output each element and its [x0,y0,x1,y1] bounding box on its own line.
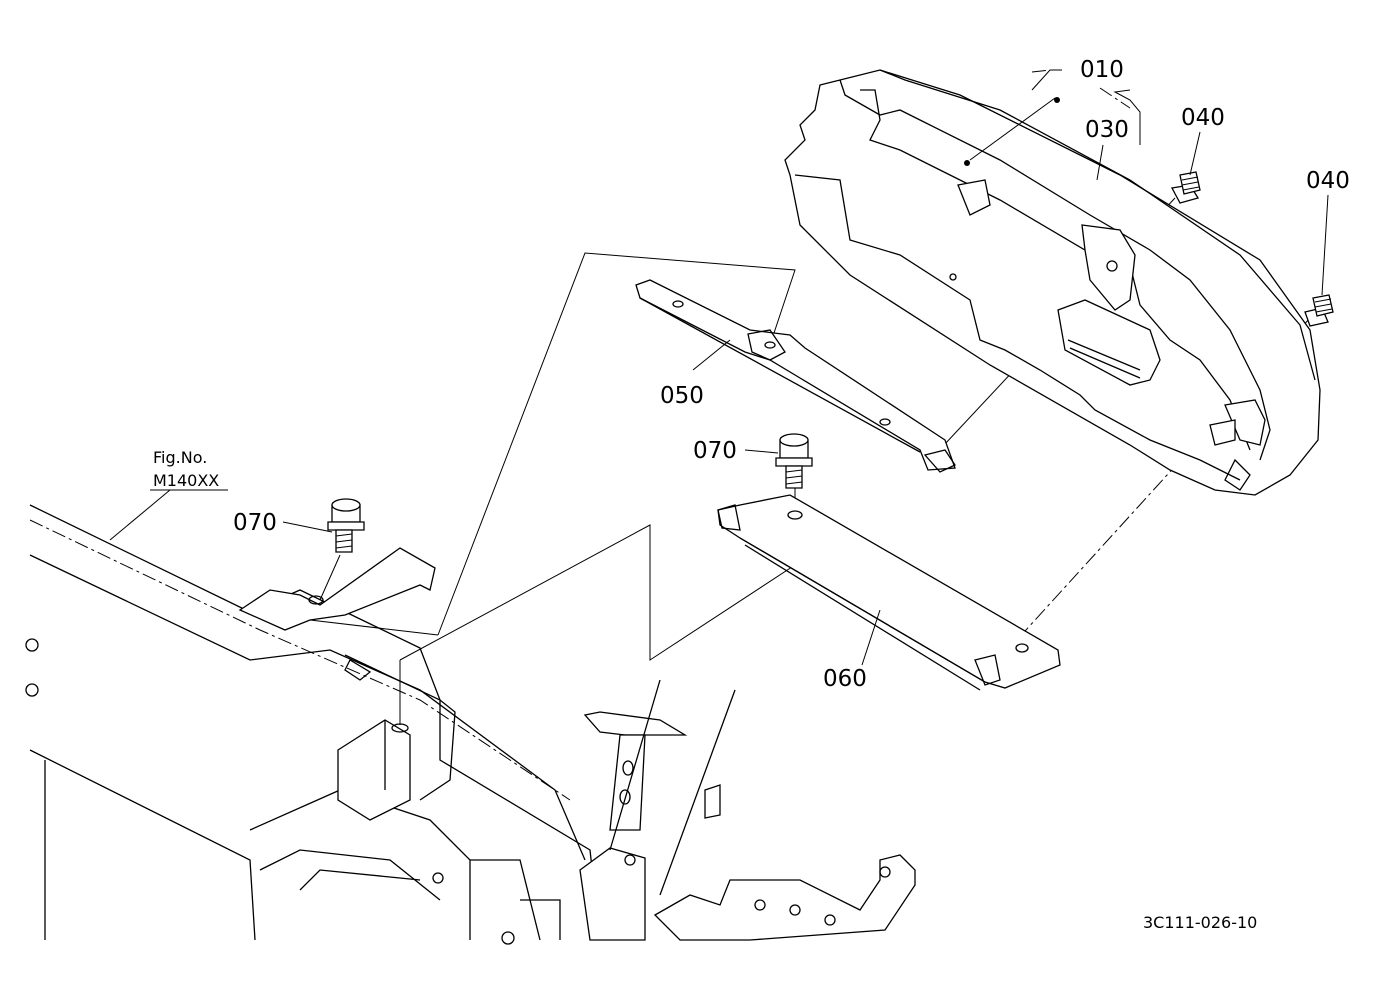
callout-040-upper: 040 [1181,105,1225,131]
callout-070-left: 070 [233,510,277,536]
screw-040-lower [1304,294,1334,327]
lower-brackets [579,679,916,941]
callout-050: 050 [660,383,704,409]
mount-bracket-left [238,547,456,821]
figure-ref-number: M140XX [153,471,219,490]
bolt-070-right [775,433,813,489]
drawing-id: 3C111-026-10 [1143,913,1257,932]
callout-leaders [109,69,1329,666]
screw-040-upper [1171,171,1201,204]
bolt-070-left [327,498,365,553]
callout-040-lower: 040 [1306,168,1350,194]
figure-ref-label: Fig.No. [153,448,207,467]
dashboard-housing [25,504,601,945]
bracket-050 [635,279,956,473]
callout-070-right: 070 [693,438,737,464]
meter-assembly [784,69,1321,496]
callout-010: 010 [1080,57,1124,83]
callout-030: 030 [1085,117,1129,143]
callout-060: 060 [823,666,867,692]
bracket-060 [717,494,1061,691]
